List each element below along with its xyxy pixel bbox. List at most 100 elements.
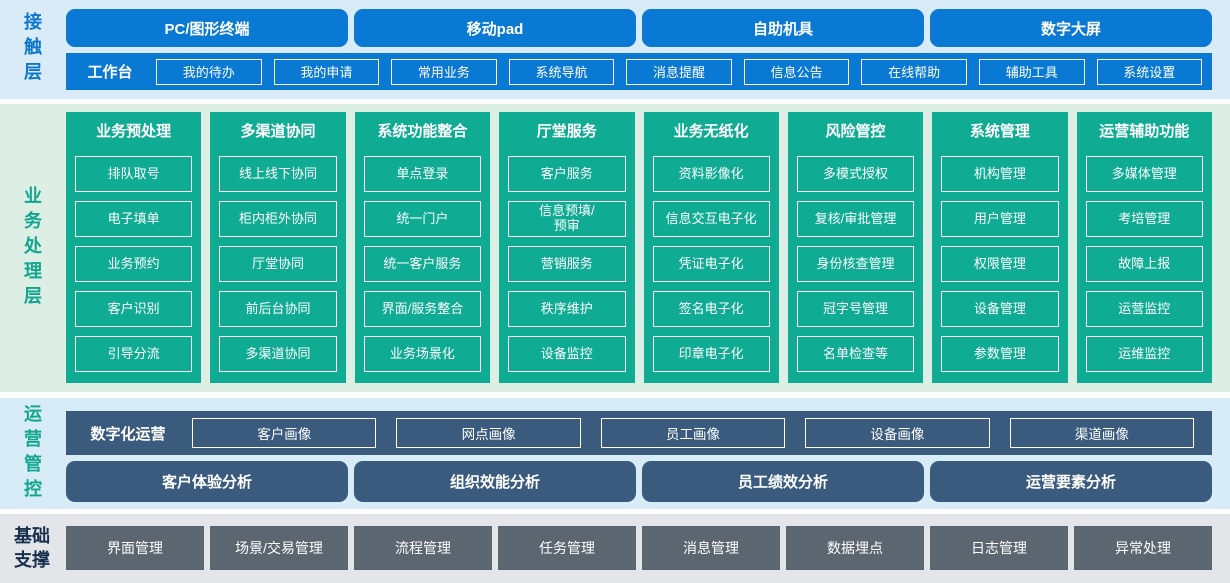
column-title: 多渠道协同 <box>240 123 316 140</box>
feature-cell[interactable]: 单点登录 <box>363 156 482 192</box>
analysis-button[interactable]: 客户体验分析 <box>66 461 348 502</box>
business-column-multichannel: 多渠道协同 线上线下协同柜内柜外协同厅堂协同前后台协同多渠道协同 <box>210 112 346 383</box>
feature-cell[interactable]: 设备管理 <box>941 291 1059 327</box>
feature-cell[interactable]: 业务场景化 <box>363 336 482 372</box>
workbench-item[interactable]: 系统设置 <box>1096 58 1203 85</box>
feature-cell[interactable]: 签名电子化 <box>652 291 770 327</box>
column-title: 厅堂服务 <box>536 123 597 140</box>
workbench-item[interactable]: 我的待办 <box>156 58 262 85</box>
column-title: 系统管理 <box>969 123 1030 140</box>
workbench-item[interactable]: 在线帮助 <box>861 58 967 85</box>
feature-cell[interactable]: 故障上报 <box>1085 246 1203 282</box>
feature-cell[interactable]: 柜内柜外协同 <box>219 201 337 237</box>
feature-cell[interactable]: 凭证电子化 <box>652 246 770 282</box>
foundation-button[interactable]: 流程管理 <box>354 526 492 570</box>
portrait-item[interactable]: 设备画像 <box>805 418 990 448</box>
feature-cell[interactable]: 统一客户服务 <box>363 246 482 282</box>
feature-cell[interactable]: 运维监控 <box>1085 336 1203 372</box>
feature-cell[interactable]: 客户识别 <box>75 291 193 327</box>
operations-layer-section: 数字化运营 客户画像网点画像员工画像设备画像渠道画像 客户体验分析组织效能分析员… <box>0 398 1230 509</box>
foundation-layer-section: 界面管理场景/交易管理流程管理任务管理消息管理数据埋点日志管理异常处理 <box>0 514 1230 583</box>
column-title: 系统功能整合 <box>377 123 468 140</box>
analysis-button[interactable]: 员工绩效分析 <box>642 461 924 502</box>
feature-cell[interactable]: 厅堂协同 <box>219 246 337 282</box>
feature-cell[interactable]: 秩序维护 <box>508 291 626 327</box>
feature-cell[interactable]: 信息预填/ 预审 <box>508 201 626 237</box>
portrait-items: 客户画像网点画像员工画像设备画像渠道画像 <box>182 418 1204 448</box>
feature-cell[interactable]: 参数管理 <box>941 336 1059 372</box>
feature-cell[interactable]: 多媒体管理 <box>1085 156 1203 192</box>
terminal-button[interactable]: 数字大屏 <box>930 9 1212 47</box>
feature-cell[interactable]: 线上线下协同 <box>219 156 337 192</box>
workbench-item[interactable]: 信息公告 <box>743 58 850 85</box>
workbench-item[interactable]: 我的申请 <box>273 58 380 85</box>
business-column-risk: 风险管控 多模式授权复核/审批管理身份核查管理冠字号管理名单检查等 <box>787 112 924 383</box>
digital-operations-label: 数字化运营 <box>90 425 166 443</box>
feature-cell[interactable]: 设备监控 <box>508 336 626 372</box>
portrait-item[interactable]: 网点画像 <box>396 418 581 448</box>
workbench-item[interactable]: 辅助工具 <box>978 58 1085 85</box>
business-layer-label: 业务处理层 <box>22 185 42 311</box>
feature-cell[interactable]: 客户服务 <box>508 156 626 192</box>
column-title: 业务预处理 <box>96 123 172 140</box>
column-title: 运营辅助功能 <box>1099 123 1190 140</box>
workbench-bar: 工作台 我的待办我的申请常用业务系统导航消息提醒信息公告在线帮助辅助工具系统设置 <box>66 53 1212 90</box>
feature-cell[interactable]: 排队取号 <box>75 156 193 192</box>
column-title: 风险管控 <box>825 123 886 140</box>
feature-cell[interactable]: 业务预约 <box>75 246 193 282</box>
feature-cell[interactable]: 身份核查管理 <box>796 246 915 282</box>
feature-cell[interactable]: 界面/服务整合 <box>363 291 482 327</box>
foundation-button[interactable]: 异常处理 <box>1074 526 1212 570</box>
foundation-button[interactable]: 任务管理 <box>498 526 636 570</box>
portrait-item[interactable]: 员工画像 <box>600 418 786 448</box>
business-column-integration: 系统功能整合 单点登录统一门户统一客户服务界面/服务整合业务场景化 <box>354 112 491 383</box>
workbench-item[interactable]: 消息提醒 <box>626 58 732 85</box>
business-column-hall-service: 厅堂服务 客户服务信息预填/ 预审营销服务秩序维护设备监控 <box>499 112 635 383</box>
operations-layer-label: 运营管控 <box>22 403 42 504</box>
foundation-button[interactable]: 消息管理 <box>642 526 780 570</box>
portrait-item[interactable]: 客户画像 <box>192 418 377 448</box>
workbench-items: 我的待办我的申请常用业务系统导航消息提醒信息公告在线帮助辅助工具系统设置 <box>150 58 1208 85</box>
foundation-button[interactable]: 界面管理 <box>66 526 204 570</box>
feature-cell[interactable]: 电子填单 <box>75 201 193 237</box>
feature-cell[interactable]: 前后台协同 <box>219 291 337 327</box>
feature-cell[interactable]: 引导分流 <box>75 336 193 372</box>
foundation-button[interactable]: 日志管理 <box>930 526 1068 570</box>
feature-cell[interactable]: 冠字号管理 <box>796 291 915 327</box>
workbench-item[interactable]: 常用业务 <box>391 58 497 85</box>
business-column-preprocess: 业务预处理 排队取号电子填单业务预约客户识别引导分流 <box>66 112 202 383</box>
feature-cell[interactable]: 机构管理 <box>941 156 1059 192</box>
portrait-item[interactable]: 渠道画像 <box>1009 418 1195 448</box>
workbench-label: 工作台 <box>87 64 133 81</box>
feature-cell[interactable]: 印章电子化 <box>652 336 770 372</box>
feature-cell[interactable]: 信息交互电子化 <box>652 201 770 237</box>
feature-cell[interactable]: 统一门户 <box>363 201 482 237</box>
terminal-button[interactable]: 移动pad <box>354 9 636 47</box>
analysis-button[interactable]: 组织效能分析 <box>354 461 636 502</box>
feature-cell[interactable]: 运营监控 <box>1085 291 1203 327</box>
feature-cell[interactable]: 复核/审批管理 <box>796 201 915 237</box>
terminal-button[interactable]: PC/图形终端 <box>66 9 348 47</box>
feature-cell[interactable]: 多模式授权 <box>796 156 915 192</box>
terminal-button[interactable]: 自助机具 <box>642 9 924 47</box>
feature-cell[interactable]: 营销服务 <box>508 246 626 282</box>
foundation-button[interactable]: 数据埋点 <box>786 526 924 570</box>
feature-cell[interactable]: 用户管理 <box>941 201 1059 237</box>
foundation-button[interactable]: 场景/交易管理 <box>210 526 348 570</box>
feature-cell[interactable]: 资料影像化 <box>652 156 770 192</box>
foundation-row: 界面管理场景/交易管理流程管理任务管理消息管理数据埋点日志管理异常处理 <box>66 526 1212 570</box>
workbench-item[interactable]: 系统导航 <box>508 58 615 85</box>
feature-cell[interactable]: 权限管理 <box>941 246 1059 282</box>
column-title: 业务无纸化 <box>673 123 749 140</box>
business-column-system-mgmt: 系统管理 机构管理用户管理权限管理设备管理参数管理 <box>932 112 1068 383</box>
business-column-ops-aux: 运营辅助功能 多媒体管理考培管理故障上报运营监控运维监控 <box>1076 112 1212 383</box>
feature-cell[interactable]: 考培管理 <box>1085 201 1203 237</box>
analysis-button[interactable]: 运营要素分析 <box>930 461 1212 502</box>
business-column-paperless: 业务无纸化 资料影像化信息交互电子化凭证电子化签名电子化印章电子化 <box>643 112 779 383</box>
feature-cell[interactable]: 多渠道协同 <box>219 336 337 372</box>
analysis-row: 客户体验分析组织效能分析员工绩效分析运营要素分析 <box>66 461 1212 502</box>
feature-cell[interactable]: 名单检查等 <box>796 336 915 372</box>
